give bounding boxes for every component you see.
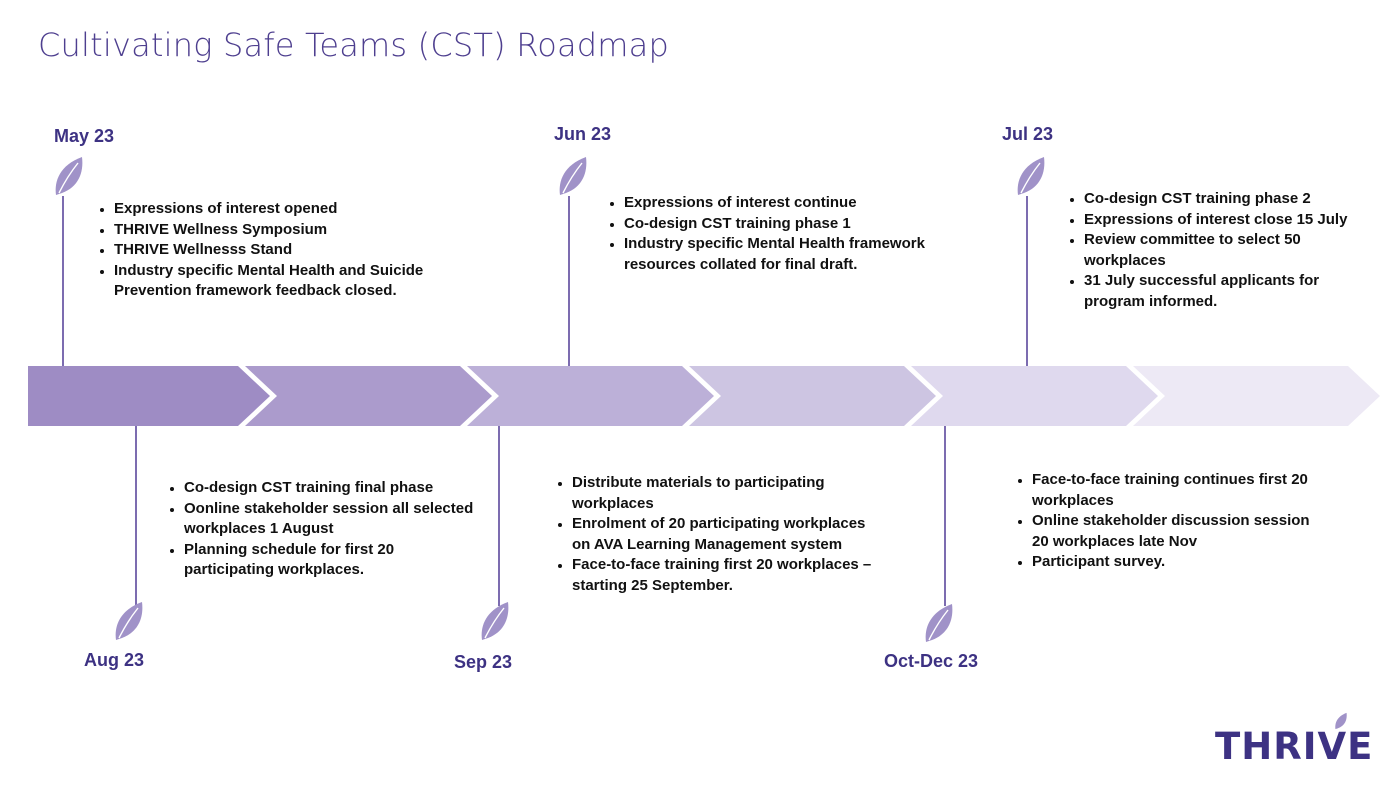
timeline-chevron-3 [467,366,714,426]
list-item: Distribute materials to participating wo… [572,473,872,514]
milestone-month-may: May 23 [54,126,115,146]
leaf-icon [925,604,953,642]
milestone-list-may: Expressions of interest opened THRIVE We… [94,199,474,302]
list-item: THRIVE Wellnesss Stand [114,240,474,261]
leaf-icon [559,157,587,195]
list-item: Planning schedule for first 20 participa… [184,540,484,581]
milestone-list-jun: Expressions of interest continue Co-desi… [604,193,934,275]
stem-oct-dec [944,426,946,606]
timeline-chevron-2 [245,366,492,426]
milestone-month-jul: Jul 23 [1002,124,1054,144]
page-title: Cultivating Safe Teams (CST) Roadmap [38,26,669,64]
list-item: Industry specific Mental Health framewor… [624,234,934,275]
milestone-month-oct-dec: Oct-Dec 23 [884,651,979,671]
list-item: THRIVE Wellness Symposium [114,220,474,241]
stem-aug [135,426,137,606]
milestone-list-aug: Co-design CST training final phase Oonli… [164,478,484,581]
leaf-icon [1017,157,1045,195]
list-item: Face-to-face training continues first 20… [1032,470,1312,511]
list-item: Industry specific Mental Health and Suic… [114,261,474,302]
timeline-chevron-5 [911,366,1158,426]
milestone-month-jun: Jun 23 [554,124,612,144]
list-item: Online stakeholder discussion session 20… [1032,511,1312,552]
list-item: Review committee to select 50 workplaces [1084,230,1354,271]
timeline-chevron-4 [689,366,936,426]
list-item: Face-to-face training first 20 workplace… [572,555,872,596]
list-item: Participant survey. [1032,552,1312,573]
milestone-month-sep: Sep 23 [454,652,513,672]
stem-may [62,196,64,366]
list-item: Co-design CST training final phase [184,478,484,499]
timeline-chevron-6 [1133,366,1380,426]
thrive-logo: THRIVE [1215,712,1375,772]
stem-jul [1026,196,1028,366]
stem-jun [568,196,570,366]
list-item: 31 July successful applicants for progra… [1084,271,1354,312]
stem-sep [498,426,500,606]
milestone-month-aug: Aug 23 [84,650,145,670]
list-item: Oonline stakeholder session all selected… [184,499,484,540]
list-item: Expressions of interest continue [624,193,934,214]
milestone-list-sep: Distribute materials to participating wo… [552,473,872,596]
leaf-icon [1335,712,1347,730]
leaf-icon [481,602,509,640]
list-item: Expressions of interest close 15 July [1084,210,1354,231]
leaf-icon [115,602,143,640]
list-item: Co-design CST training phase 1 [624,214,934,235]
leaf-icon [55,157,83,195]
list-item: Enrolment of 20 participating workplaces… [572,514,872,555]
milestone-list-oct-dec: Face-to-face training continues first 20… [1012,470,1312,573]
milestone-list-jul: Co-design CST training phase 2 Expressio… [1064,189,1354,312]
list-item: Co-design CST training phase 2 [1084,189,1354,210]
timeline-chevron-1 [28,366,270,426]
list-item: Expressions of interest opened [114,199,474,220]
logo-text: THRIVE [1215,725,1374,768]
